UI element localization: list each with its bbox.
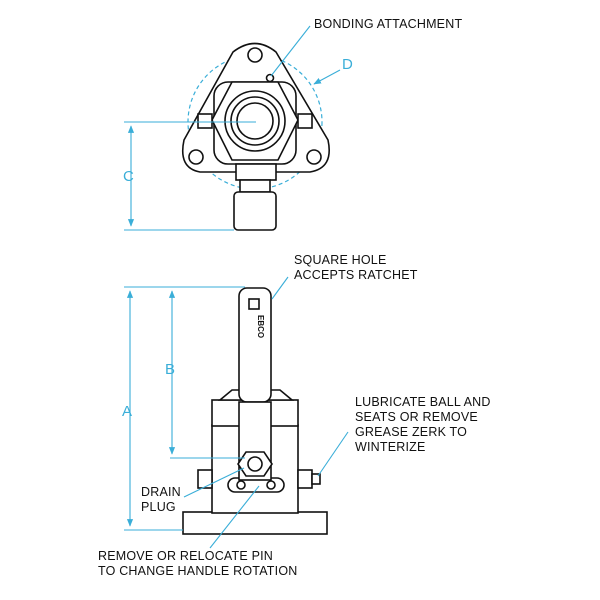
lubricate-label: LUBRICATE BALL AND SEATS OR REMOVE GREAS… (355, 395, 491, 454)
side-fitting-right (297, 113, 313, 129)
bore (236, 102, 274, 140)
stem-neck (235, 163, 277, 181)
side-fitting-left (197, 469, 213, 489)
pin-right (266, 480, 276, 490)
dimension-b-label: B (165, 361, 176, 378)
side-view (182, 287, 328, 535)
dimension-a-label: A (122, 403, 133, 420)
bonding-stud (265, 73, 275, 83)
remove-pin-label: REMOVE OR RELOCATE PIN TO CHANGE HANDLE … (98, 549, 298, 578)
side-fitting-left (197, 113, 213, 129)
dimension-c-label: C (123, 168, 134, 185)
square-hole (248, 298, 260, 310)
stem-collar (239, 179, 271, 193)
dimension-a-b (124, 286, 245, 531)
pin-left (236, 480, 246, 490)
grease-zerk (311, 473, 321, 485)
drain-leader (183, 467, 245, 498)
bolt-hole-left (188, 149, 204, 165)
pin-leader (209, 485, 260, 549)
handle-brand: EBCO (256, 315, 265, 338)
drain-plug-label: DRAIN PLUG (141, 485, 181, 514)
bonding-attachment-label: BONDING ATTACHMENT (314, 17, 463, 31)
bonding-leader (270, 25, 311, 77)
square-hole-label: SQUARE HOLE ACCEPTS RATCHET (294, 253, 418, 282)
dimension-c (124, 121, 256, 231)
dimension-d-label: D (342, 56, 353, 73)
handle-end-top (233, 191, 277, 231)
side-fitting-right (297, 469, 313, 489)
bolt-hole-top (247, 47, 263, 63)
square-hole-leader (271, 276, 289, 300)
lubricate-leader (317, 431, 349, 477)
base-plate (182, 511, 328, 535)
top-view (181, 42, 330, 231)
bolt-hole-right (306, 149, 322, 165)
d-leader (313, 69, 341, 85)
drain-plug (247, 456, 263, 472)
